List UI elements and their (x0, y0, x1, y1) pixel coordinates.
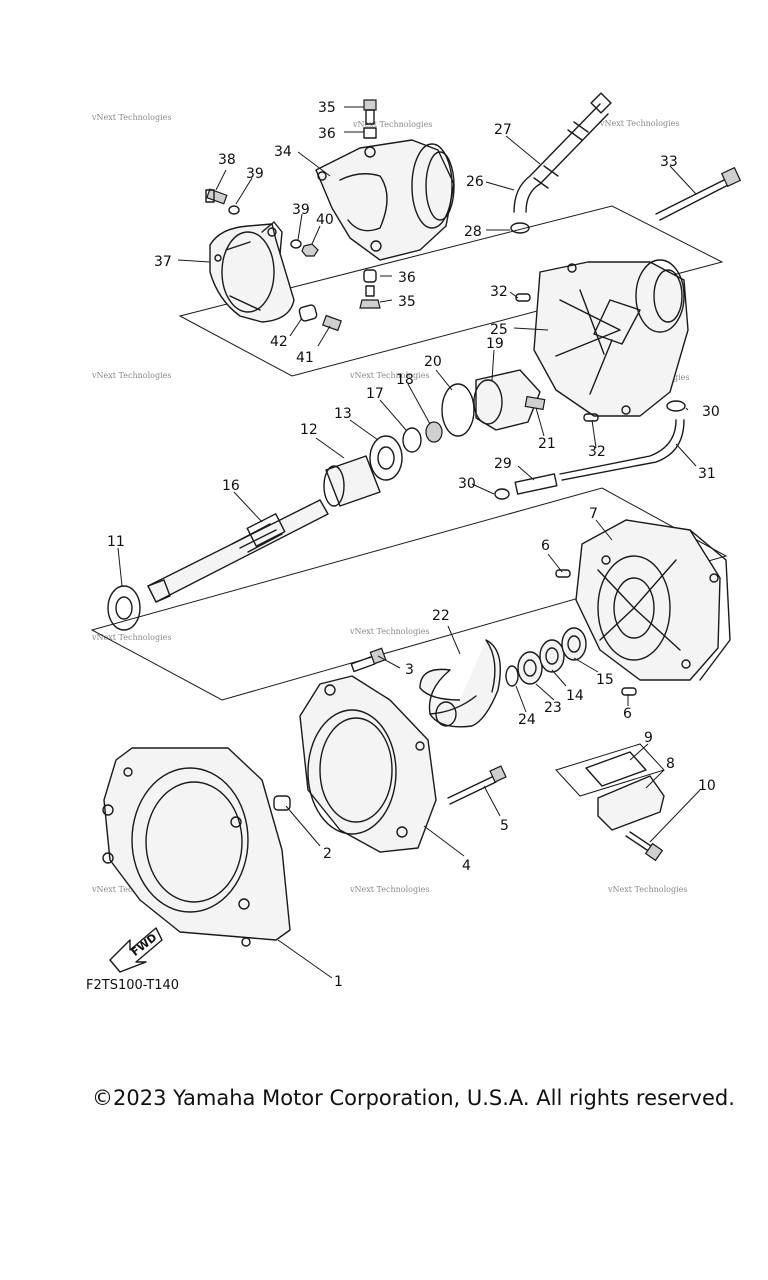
nozzle-ring-part (315, 139, 455, 261)
upper-group-frame (178, 205, 724, 377)
watermark: vNext Technologies (91, 885, 171, 894)
callout-3: 3 (405, 662, 414, 678)
cover-assembly (585, 751, 665, 862)
small-hardware-left (205, 188, 342, 332)
callout-21: 21 (538, 436, 556, 452)
impeller-part (419, 639, 501, 728)
callout-30b: 30 (702, 404, 720, 420)
watermark: vNext Technologies (607, 885, 687, 894)
callout-9: 9 (644, 730, 653, 746)
dowel-pin-part (555, 569, 571, 578)
bearing-stack (323, 421, 443, 507)
callout-32b: 32 (588, 444, 606, 460)
exploded-parts-diagram: vNext Technologies vNext Technologies vN… (90, 92, 742, 990)
forward-arrow-icon: FWD (109, 927, 163, 973)
callout-7: 7 (589, 506, 598, 522)
watermark: vNext Technologies (349, 371, 429, 380)
diagram-code: F2TS100-T140 (86, 978, 180, 993)
callout-5: 5 (500, 818, 509, 834)
callout-31: 31 (698, 466, 716, 482)
callout-24: 24 (518, 712, 536, 728)
watermark: vNext Technologies (349, 627, 429, 636)
watermark: vNext Technologies (349, 885, 429, 894)
watermark: vNext Technologies (91, 633, 171, 642)
callout-35b: 35 (398, 294, 416, 310)
pins-and-small-hose (515, 293, 686, 481)
callout-25: 25 (490, 322, 508, 338)
pump-housing-part (575, 519, 731, 681)
callout-41: 41 (296, 350, 314, 366)
watermark: vNext Technologies (599, 119, 679, 128)
callout-20: 20 (424, 354, 442, 370)
clamp-part (510, 222, 530, 234)
callout-30: 30 (458, 476, 476, 492)
callout-26: 26 (466, 174, 484, 190)
callout-32: 32 (490, 284, 508, 300)
callout-19: 19 (486, 336, 504, 352)
callout-15: 15 (596, 672, 614, 688)
callout-29: 29 (494, 456, 512, 472)
watermark: vNext Technologies (91, 371, 171, 380)
callout-6b: 6 (623, 706, 632, 722)
callout-4: 4 (462, 858, 471, 874)
callout-17: 17 (366, 386, 384, 402)
callout-35: 35 (318, 100, 336, 116)
steering-nozzle-part (209, 221, 295, 323)
hose-fitting-part (494, 473, 558, 500)
callout-28: 28 (464, 224, 482, 240)
callout-39: 39 (246, 166, 264, 182)
callout-2: 2 (323, 846, 332, 862)
callout-11: 11 (107, 534, 125, 550)
callout-22: 22 (432, 608, 450, 624)
callout-37: 37 (154, 254, 172, 270)
callout-18: 18 (396, 372, 414, 388)
callout-13: 13 (334, 406, 352, 422)
watermark: vNext Technologies (91, 113, 171, 122)
callout-10: 10 (698, 778, 716, 794)
callout-1: 1 (334, 974, 343, 990)
callout-12: 12 (300, 422, 318, 438)
leader-lines (117, 106, 701, 979)
callout-36b: 36 (398, 270, 416, 286)
front-bearing-part (107, 585, 141, 631)
wear-ring-housing-part (299, 675, 437, 853)
middle-group-frame (90, 487, 728, 701)
jet-housing-part (533, 259, 689, 417)
callout-27: 27 (494, 122, 512, 138)
callout-14: 14 (566, 688, 584, 704)
callout-8: 8 (666, 756, 675, 772)
callout-23: 23 (544, 700, 562, 716)
callout-39b: 39 (292, 202, 310, 218)
callout-33: 33 (660, 154, 678, 170)
watermark: vNext Technologies (352, 120, 432, 129)
callout-40: 40 (316, 212, 334, 228)
hose-part (513, 92, 612, 213)
callout-6: 6 (541, 538, 550, 554)
callout-numbers: 1 2 3 4 5 6 6 7 8 9 10 11 12 13 14 15 16… (107, 100, 720, 990)
nozzle-fasteners (359, 99, 381, 309)
duct-part (441, 369, 546, 437)
intake-duct-part (102, 747, 291, 947)
callout-42: 42 (270, 334, 288, 350)
dowel-pin-part (621, 687, 637, 696)
callout-38: 38 (218, 152, 236, 168)
callout-36: 36 (318, 126, 336, 142)
callout-16: 16 (222, 478, 240, 494)
callout-34: 34 (274, 144, 292, 160)
copyright-notice: ©2023 Yamaha Motor Corporation, U.S.A. A… (92, 1086, 735, 1110)
drive-shaft-part (147, 499, 329, 603)
seal-stack (505, 627, 587, 687)
long-bolt-part (655, 166, 742, 221)
